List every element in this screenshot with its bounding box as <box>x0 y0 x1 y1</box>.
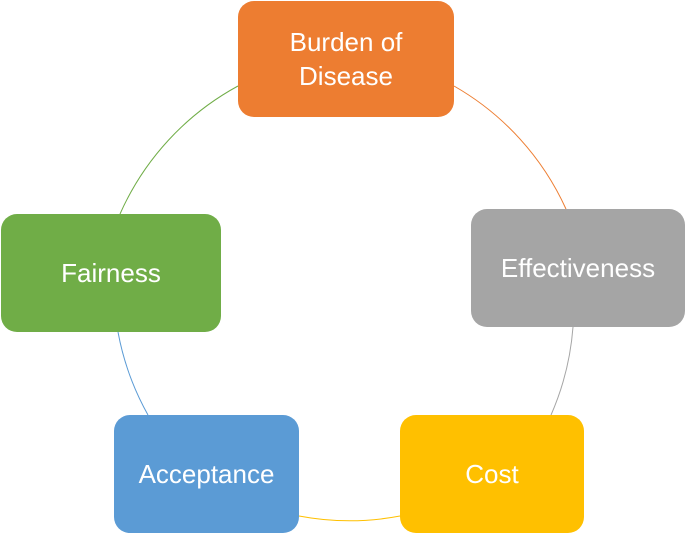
node-burden-of-disease: Burden of Disease <box>238 1 454 117</box>
connector-acceptance-fairness <box>117 331 149 416</box>
node-acceptance: Acceptance <box>114 415 299 533</box>
connector-cost-acceptance <box>298 515 401 522</box>
connector-fairness-burden <box>119 85 239 215</box>
node-cost: Cost <box>400 415 584 533</box>
connector-burden-effectiveness <box>453 85 567 210</box>
connector-effectiveness-cost <box>550 326 574 416</box>
node-fairness: Fairness <box>1 214 221 332</box>
node-effectiveness: Effectiveness <box>471 209 685 327</box>
